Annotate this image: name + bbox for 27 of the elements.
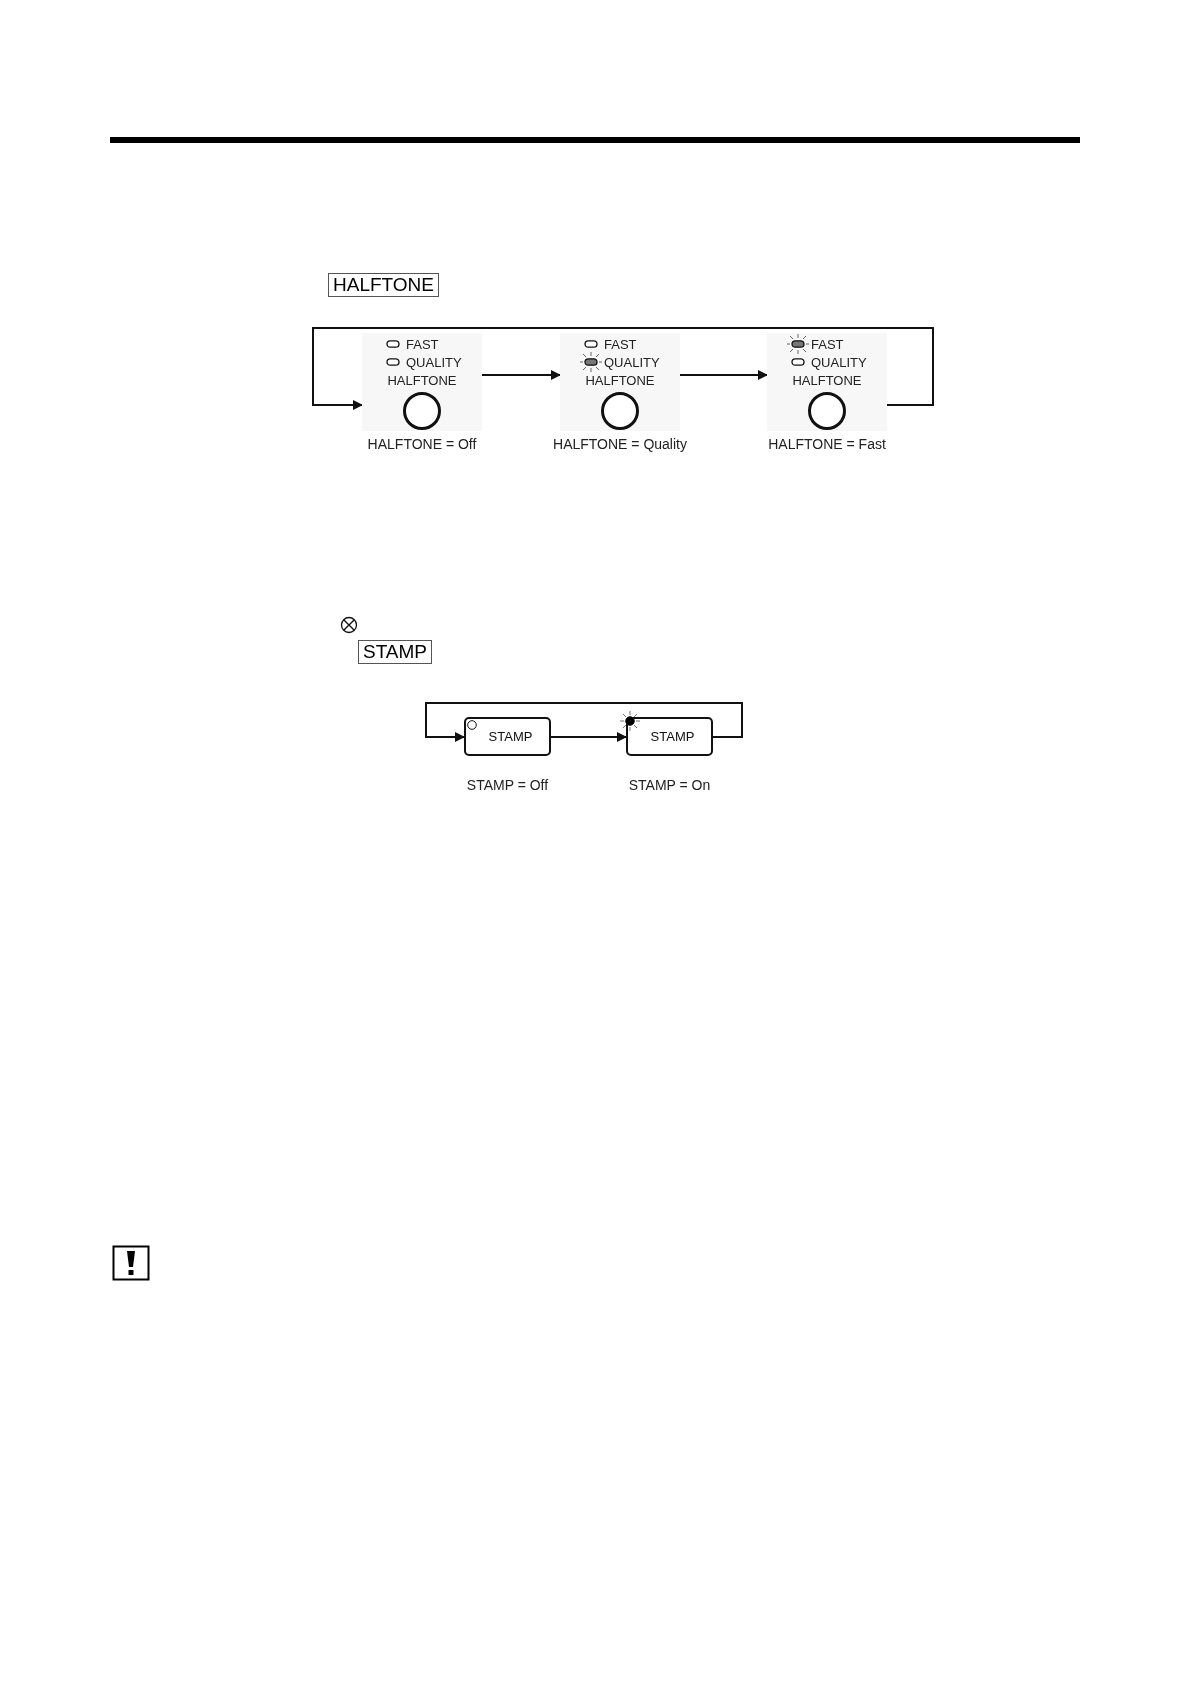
state-caption: HALFTONE = Quality <box>553 436 687 452</box>
key-label: HALFTONE <box>328 273 439 297</box>
arrow <box>425 702 743 742</box>
state-caption: HALFTONE = Off <box>367 436 477 452</box>
button-label: HALFTONE <box>791 373 863 388</box>
button-label: STAMP <box>487 729 533 744</box>
indicator-label: FAST <box>406 336 439 352</box>
key-label: STAMP <box>358 640 433 664</box>
state-caption: STAMP = On <box>628 777 711 793</box>
indicator-label: FAST <box>604 336 637 352</box>
arrow <box>679 370 768 380</box>
button-label: STAMP <box>649 729 695 744</box>
control-panel <box>767 333 887 431</box>
state-caption: HALFTONE = Fast <box>768 436 886 452</box>
state-caption: STAMP = Off <box>466 777 549 793</box>
control-panel <box>362 333 482 431</box>
arrow <box>481 370 561 380</box>
indicator-label: FAST <box>811 336 844 352</box>
indicator-label: QUALITY <box>811 354 867 370</box>
indicator-label: QUALITY <box>604 354 660 370</box>
indicator-label: QUALITY <box>406 354 462 370</box>
button-label: HALFTONE <box>386 373 458 388</box>
arrow <box>550 732 627 742</box>
control-panel <box>560 333 680 431</box>
arrow <box>312 327 934 410</box>
button-label: HALFTONE <box>584 373 656 388</box>
stamp-button <box>464 717 551 756</box>
